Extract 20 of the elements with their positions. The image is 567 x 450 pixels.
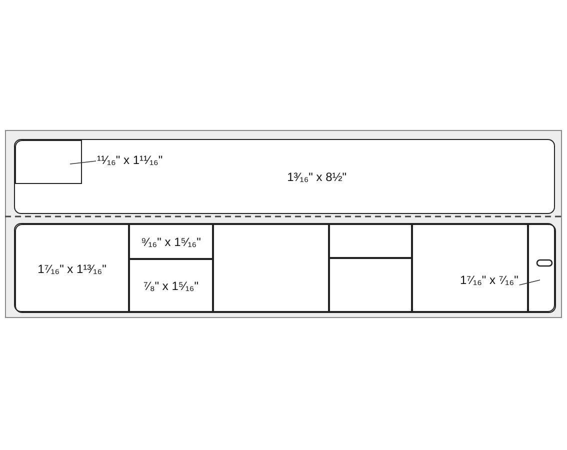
leader-line: [518, 280, 540, 286]
label-section: [15, 224, 129, 313]
label-section: [329, 258, 412, 313]
dimension-text: 1⁷⁄₁₆" x 1¹³⁄₁₆": [38, 262, 106, 276]
label-section: [412, 224, 528, 313]
label-sheet: [5, 130, 562, 318]
label-section: [528, 224, 556, 313]
label: [14, 223, 555, 312]
label-section: [15, 140, 82, 184]
label-section: [129, 224, 213, 259]
dimension-text: 1³⁄₁₆" x 8½": [287, 170, 347, 184]
dimension-text: 1⁷⁄₁₆" x ⁷⁄₁₆": [460, 273, 518, 287]
dimension-text: ⁹⁄₁₆" x 1⁵⁄₁₆": [141, 234, 201, 248]
dimension-text: ¹¹⁄₁₆" x 1¹¹⁄₁₆": [97, 153, 163, 167]
label-section: [213, 224, 329, 313]
dimension-text: ⁷⁄₈" x 1⁵⁄₁₆": [143, 279, 199, 293]
label-section: [329, 224, 412, 258]
label-section: [129, 259, 213, 313]
leader-line: [70, 160, 96, 164]
label: [14, 139, 555, 214]
